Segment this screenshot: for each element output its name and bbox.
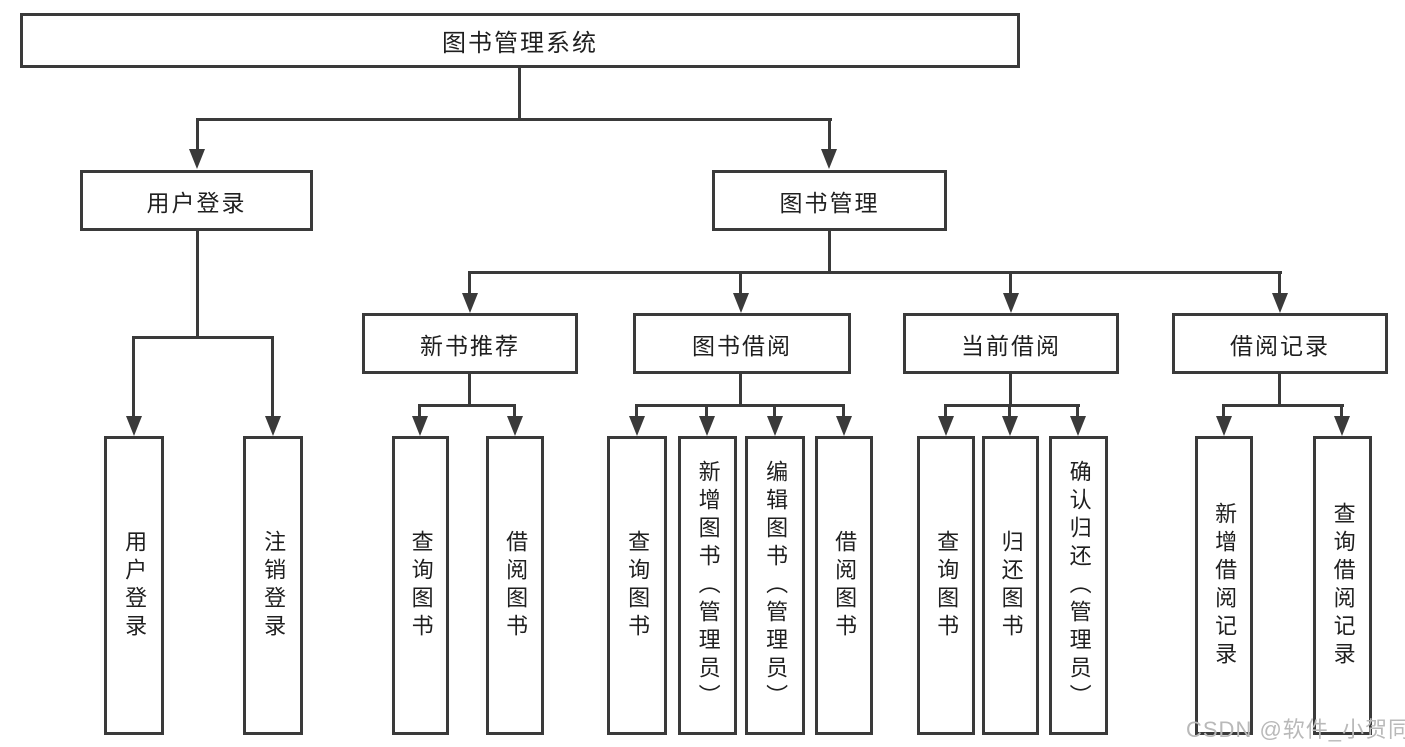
leaf-query-books-recommend-label: 查询图书 — [408, 529, 434, 642]
leaf-add-books-admin: 新增图书（管理员） — [678, 436, 737, 735]
leaf-return-books-label: 归还图书 — [998, 529, 1024, 642]
connector-branchA-hline — [418, 404, 516, 407]
connector-branchB-drop1 — [635, 404, 638, 417]
connector-branchD-stem — [1278, 373, 1281, 404]
leaf-logout-label: 注销登录 — [261, 529, 287, 642]
leaf-add-borrow-record: 新增借阅记录 — [1195, 436, 1253, 735]
connector-root-stem — [518, 68, 521, 118]
connector-book-mgmt-stem — [828, 231, 831, 271]
leaf-borrow-books: 借阅图书 — [815, 436, 873, 735]
arrowhead-user-login-icon — [189, 149, 205, 169]
arrowhead-branchB-2-icon — [699, 416, 715, 436]
connector-branchB-hline — [635, 404, 845, 407]
node-book-borrowing: 图书借阅 — [633, 313, 851, 374]
arrowhead-branchD-1-icon — [1216, 416, 1232, 436]
connector-branchB-stem — [739, 373, 742, 404]
leaf-query-borrow-record: 查询借阅记录 — [1313, 436, 1372, 735]
node-current-borrowing-label: 当前借阅 — [961, 332, 1061, 359]
arrowhead-book-mgmt-icon — [821, 149, 837, 169]
leaf-confirm-return-admin: 确认归还（管理员） — [1049, 436, 1108, 735]
connector-drop-book-borrow — [739, 271, 742, 295]
leaf-query-books-borrowing: 查询图书 — [607, 436, 667, 735]
connector-branchC-stem — [1009, 373, 1012, 404]
leaf-query-books-current: 查询图书 — [917, 436, 975, 735]
node-library-system: 图书管理系统 — [20, 13, 1020, 68]
connector-drop-user-login — [196, 118, 199, 151]
connector-drop-borrow-records — [1278, 271, 1281, 295]
connector-branchD-drop1 — [1222, 404, 1225, 417]
arrowhead-branchD-2-icon — [1334, 416, 1350, 436]
arrowhead-branchC-2-icon — [1002, 416, 1018, 436]
leaf-borrow-books-recommend: 借阅图书 — [486, 436, 544, 735]
arrowhead-branchA-2-icon — [507, 416, 523, 436]
connector-branchA-drop1 — [418, 404, 421, 417]
node-current-borrowing: 当前借阅 — [903, 313, 1119, 374]
arrowhead-book-borrow-icon — [733, 293, 749, 313]
leaf-edit-books-admin-label: 编辑图书（管理员） — [763, 459, 789, 712]
connector-branchA-drop2 — [513, 404, 516, 417]
leaf-query-books-current-label: 查询图书 — [934, 529, 960, 642]
arrowhead-leaf-logout-icon — [265, 416, 281, 436]
arrowhead-branchB-1-icon — [629, 416, 645, 436]
connector-branchD-hline — [1222, 404, 1344, 407]
connector-user-login-stem — [196, 231, 199, 336]
connector-l3-hline — [468, 271, 1282, 274]
node-book-borrowing-label: 图书借阅 — [692, 332, 792, 359]
connector-branchB-drop2 — [705, 404, 708, 417]
leaf-return-books: 归还图书 — [982, 436, 1039, 735]
connector-branchA-stem — [468, 373, 471, 404]
node-library-system-label: 图书管理系统 — [442, 30, 598, 57]
csdn-watermark: CSDN @软件_小贺同学 — [1186, 717, 1405, 742]
node-book-management: 图书管理 — [712, 170, 947, 231]
connector-branchB-drop3 — [773, 404, 776, 417]
connector-branchC-drop1 — [944, 404, 947, 417]
arrowhead-borrow-records-icon — [1272, 293, 1288, 313]
node-user-login-label: 用户登录 — [146, 189, 247, 216]
leaf-borrow-books-recommend-label: 借阅图书 — [503, 529, 529, 642]
arrowhead-leaf-user-login-icon — [126, 416, 142, 436]
leaf-edit-books-admin: 编辑图书（管理员） — [745, 436, 805, 735]
connector-user-login-hline — [132, 336, 274, 339]
connector-branchB-drop4 — [842, 404, 845, 417]
leaf-confirm-return-admin-label: 确认归还（管理员） — [1066, 459, 1092, 712]
arrowhead-branchB-3-icon — [767, 416, 783, 436]
connector-drop-book-mgmt — [828, 118, 831, 151]
leaf-borrow-books-label: 借阅图书 — [832, 529, 858, 642]
leaf-user-login-label: 用户登录 — [122, 529, 148, 642]
leaf-query-books-borrowing-label: 查询图书 — [625, 529, 651, 642]
arrowhead-current-borrow-icon — [1003, 293, 1019, 313]
arrowhead-branchB-4-icon — [836, 416, 852, 436]
node-borrowing-records: 借阅记录 — [1172, 313, 1388, 374]
leaf-query-borrow-record-label: 查询借阅记录 — [1330, 501, 1356, 670]
node-borrowing-records-label: 借阅记录 — [1230, 332, 1330, 359]
arrowhead-branchC-3-icon — [1070, 416, 1086, 436]
leaf-query-books-recommend: 查询图书 — [392, 436, 449, 735]
leaf-add-borrow-record-label: 新增借阅记录 — [1212, 501, 1238, 670]
connector-branchD-drop2 — [1340, 404, 1343, 417]
connector-branchC-hline — [944, 404, 1080, 407]
connector-drop-leaf-user-login — [132, 336, 135, 417]
node-user-login: 用户登录 — [80, 170, 313, 231]
connector-drop-current-borrow — [1009, 271, 1012, 295]
leaf-logout: 注销登录 — [243, 436, 303, 735]
connector-branchC-drop3 — [1076, 404, 1079, 417]
connector-drop-new-book — [468, 271, 471, 295]
arrowhead-branchC-1-icon — [938, 416, 954, 436]
connector-l2-hline — [196, 118, 832, 121]
connector-branchC-drop2 — [1008, 404, 1011, 417]
leaf-user-login: 用户登录 — [104, 436, 164, 735]
node-new-book-recommendation-label: 新书推荐 — [420, 332, 520, 359]
arrowhead-branchA-1-icon — [412, 416, 428, 436]
leaf-add-books-admin-label: 新增图书（管理员） — [695, 459, 721, 712]
arrowhead-new-book-icon — [462, 293, 478, 313]
connector-drop-leaf-logout — [271, 336, 274, 417]
node-new-book-recommendation: 新书推荐 — [362, 313, 578, 374]
node-book-management-label: 图书管理 — [779, 189, 880, 216]
